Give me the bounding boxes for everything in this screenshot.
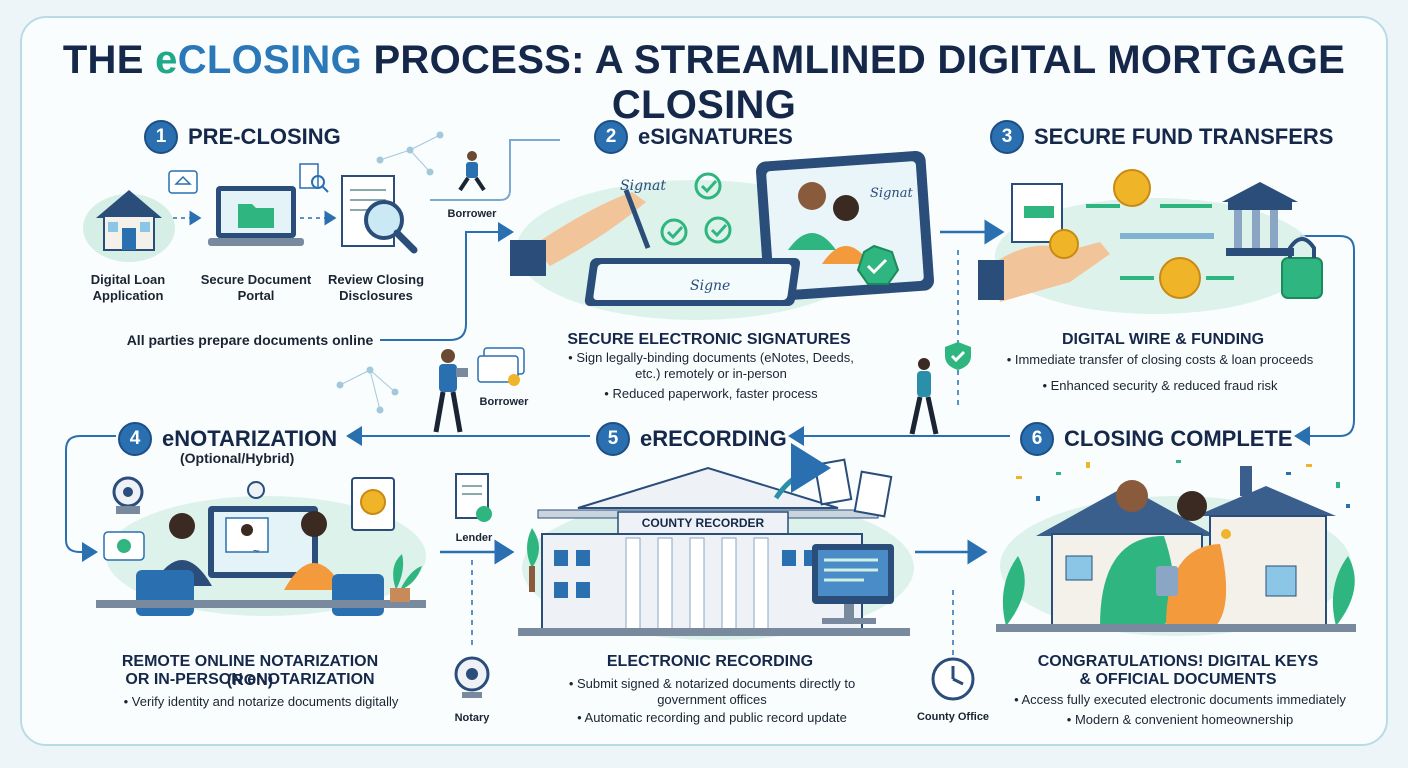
step-1-title: PRE-CLOSING	[188, 124, 341, 150]
step-6-header: 6 CLOSING COMPLETE	[1020, 422, 1293, 456]
esignature-illustration	[516, 150, 936, 320]
webcam-icon	[452, 656, 492, 702]
borrower-walking-icon	[452, 150, 492, 194]
fund-transfer-illustration	[990, 166, 1320, 316]
complete-bullet-1: • Access fully executed electronic docum…	[994, 692, 1366, 708]
laptop-folder-icon	[206, 178, 306, 258]
borrower-mid-label: Borrower	[474, 396, 534, 408]
county-recorder-illustration	[518, 458, 918, 638]
step-2-badge: 2	[594, 120, 628, 154]
step-4-subtitle: (Optional/Hybrid)	[180, 450, 290, 466]
small-house-window-icon	[168, 170, 198, 196]
magnifier-document-icon	[330, 168, 430, 258]
step-3-title: SECURE FUND TRANSFERS	[1034, 124, 1333, 150]
complete-bullet-2: • Modern & convenient homeownership	[994, 712, 1366, 728]
lender-label: Lender	[446, 532, 502, 544]
erecord-heading: ELECTRONIC RECORDING	[560, 652, 860, 671]
enotary-bullet-1: • Verify identity and notarize documents…	[96, 694, 426, 710]
digital-loan-application-label: Digital Loan Application	[78, 272, 178, 304]
esign-heading: SECURE ELECTRONIC SIGNATURES	[554, 330, 864, 349]
preclosing-caption: All parties prepare documents online	[118, 332, 382, 348]
step-2-header: 2 eSIGNATURES	[594, 120, 793, 154]
borrower-top-label: Borrower	[440, 208, 504, 220]
borrower-tablet-icon	[426, 340, 526, 440]
signature-text-1: Signat	[620, 178, 666, 194]
esign-bullet-2: • Reduced paperwork, faster process	[556, 386, 866, 402]
complete-heading-line-2: & OFFICIAL DOCUMENTS	[1008, 670, 1348, 689]
county-recorder-sign: COUNTY RECORDER	[618, 516, 788, 530]
complete-heading-line-1: CONGRATULATIONS! DIGITAL KEYS	[1008, 652, 1348, 671]
step-5-header: 5 eRECORDING	[596, 422, 787, 456]
signature-text-3: Signe	[690, 278, 730, 294]
step-1-header: 1 PRE-CLOSING	[144, 120, 341, 154]
esign-bullet-1: • Sign legally-binding documents (eNotes…	[556, 350, 866, 382]
step-5-title: eRECORDING	[640, 426, 787, 452]
funds-bullet-2: • Enhanced security & reduced fraud risk	[986, 378, 1334, 394]
enotarization-illustration	[96, 470, 426, 620]
notary-screen-signature: ~	[252, 546, 260, 557]
house-icon	[84, 178, 174, 258]
step-4-badge: 4	[118, 422, 152, 456]
step-6-badge: 6	[1020, 422, 1054, 456]
erecord-bullet-1: • Submit signed & notarized documents di…	[552, 676, 872, 708]
document-search-icon	[298, 162, 332, 196]
county-office-label: County Office	[908, 711, 998, 723]
shield-check-icon	[943, 340, 973, 372]
step-6-title: CLOSING COMPLETE	[1064, 426, 1293, 452]
enotary-heading-line-2: OR IN-PERSON eNOTARIZATION	[100, 670, 400, 689]
walking-person-icon	[904, 356, 944, 438]
lender-document-icon	[452, 472, 496, 528]
step-5-badge: 5	[596, 422, 630, 456]
step-3-badge: 3	[990, 120, 1024, 154]
step-2-title: eSIGNATURES	[638, 124, 793, 150]
clock-icon	[930, 656, 976, 702]
review-closing-disclosures-label: Review Closing Disclosures	[318, 272, 434, 304]
funds-bullet-1: • Immediate transfer of closing costs & …	[986, 352, 1334, 368]
step-3-header: 3 SECURE FUND TRANSFERS	[990, 120, 1333, 154]
notary-label: Notary	[444, 712, 500, 724]
erecord-bullet-2: • Automatic recording and public record …	[552, 710, 872, 726]
secure-document-portal-label: Secure Document Portal	[194, 272, 318, 304]
step-1-badge: 1	[144, 120, 178, 154]
closing-complete-illustration	[996, 456, 1356, 636]
step-4-title: eNOTARIZATION	[162, 426, 337, 452]
funds-heading: DIGITAL WIRE & FUNDING	[1010, 330, 1316, 349]
signature-text-2: Signat	[870, 186, 913, 201]
